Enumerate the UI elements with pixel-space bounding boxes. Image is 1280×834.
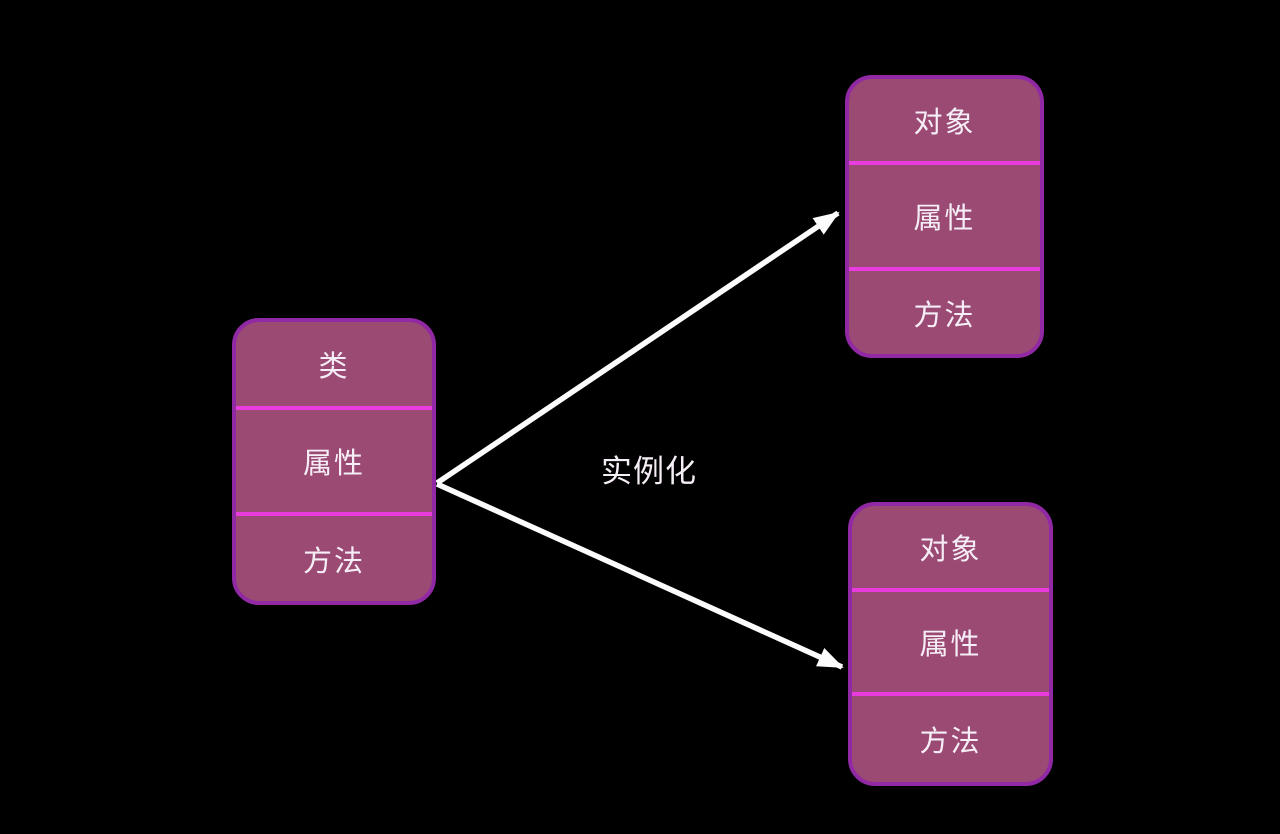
class-box-title: 类	[318, 349, 350, 383]
object-box-top-title: 对象	[913, 105, 976, 139]
object-box-bottom-attributes-row: 属性	[852, 588, 1049, 692]
instantiation-arrow-top	[435, 210, 840, 486]
object-box-top-methods-row: 方法	[849, 267, 1040, 354]
object-box-bottom-title: 对象	[919, 532, 982, 566]
object-box-bottom-methods-row: 方法	[852, 692, 1049, 782]
object-box-top-attributes-row: 属性	[849, 161, 1040, 267]
class-box: 类 属性 方法	[232, 318, 436, 605]
class-box-attributes-row: 属性	[236, 406, 432, 512]
instantiation-arrow-bottom	[435, 481, 844, 670]
object-box-top: 对象 属性 方法	[845, 75, 1044, 358]
object-box-bottom: 对象 属性 方法	[848, 502, 1053, 786]
class-box-methods-row: 方法	[236, 512, 432, 601]
instantiation-edge-label: 实例化	[601, 454, 697, 490]
